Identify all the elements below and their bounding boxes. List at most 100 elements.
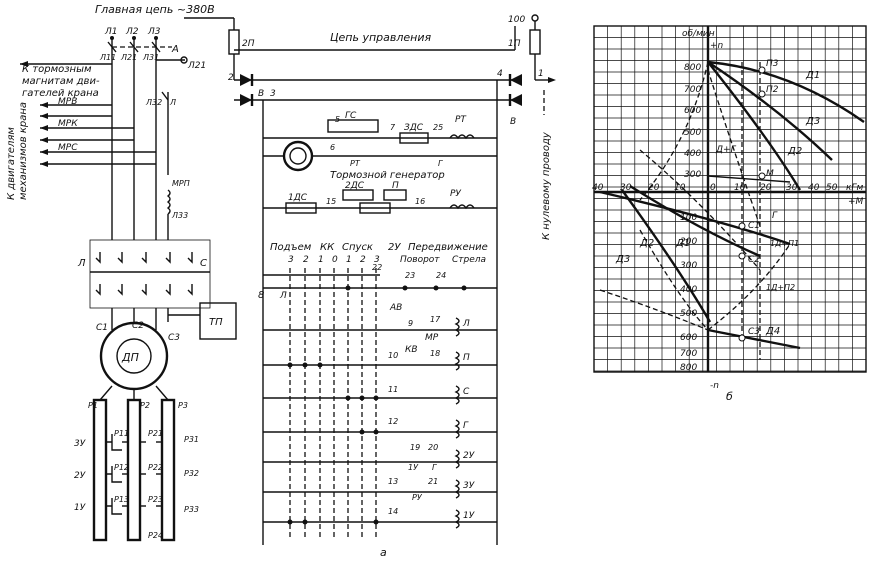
node-r13: Р13 — [114, 495, 129, 504]
el-av: АВ — [389, 303, 402, 313]
node-r22: Р22 — [148, 463, 163, 472]
node-r31: Р31 — [184, 435, 199, 444]
xtick-20: 20 — [760, 183, 772, 193]
motors-note-1: К двигателям — [6, 127, 17, 200]
ctrl-num-1: 1 — [318, 255, 324, 265]
node-r3: Р3 — [178, 401, 188, 410]
xtick-m20: 20 — [648, 183, 660, 193]
coil-c: С — [463, 387, 470, 397]
x-label: кГм — [846, 183, 863, 193]
wire-16: 16 — [415, 197, 425, 206]
fuse-l31: Л31 — [142, 53, 159, 62]
xtick-0: 0 — [710, 183, 716, 193]
wire-10: 10 — [388, 351, 398, 360]
el-zds: ЗДС — [404, 123, 424, 133]
node-r11: Р11 — [114, 429, 129, 438]
wire-11: 11 — [388, 385, 398, 394]
node-r24: Р24 — [148, 531, 163, 540]
ctrl-num-3: 3 — [288, 255, 294, 265]
ctrl-num-2: 2 — [303, 255, 309, 265]
node-r1: Р1 — [88, 401, 98, 410]
curve-dashed-low3 — [639, 149, 761, 271]
lbl-d2-low: Д2 — [639, 238, 654, 249]
ctrl-kk: КК — [320, 242, 335, 253]
lbl-d4: Д4 — [765, 326, 780, 337]
neutral-note: К нулевому проводу — [541, 131, 552, 240]
phase-mrk: МРК — [58, 119, 78, 129]
node-l32: Л32 — [145, 98, 162, 107]
xtick-10: 10 — [734, 183, 746, 193]
ytick-n700: 700 — [680, 349, 697, 359]
el-gs: ГС — [345, 111, 357, 121]
ytick-500: 500 — [684, 128, 701, 138]
ctrl-num-3b: 3 — [374, 255, 380, 265]
node-c1: С1 — [96, 323, 108, 333]
ytick-n100: 100 — [680, 213, 697, 223]
ctrl-num-0: 0 — [332, 255, 338, 265]
brake-note-1: К тормозным — [22, 64, 92, 75]
ytick-n800: 800 — [680, 363, 697, 373]
lbl-c1: С1 — [748, 221, 760, 231]
ytick-800: 800 — [684, 63, 701, 73]
motors-note-2: механизмов крана — [18, 102, 29, 200]
supply-l1: Л1 — [104, 27, 118, 37]
phase-mrs: МРС — [58, 143, 78, 153]
y-label-top: +n — [710, 41, 724, 51]
contact-ru: РУ — [412, 493, 423, 502]
curve-dashed-low — [599, 289, 709, 331]
brake-note-3: гателей крана — [22, 88, 99, 99]
lbl-m: М — [766, 169, 774, 179]
diode-v-right: В — [510, 117, 516, 127]
wire-24: 24 — [436, 271, 446, 280]
curve-dashed-low4 — [707, 243, 791, 331]
supply-l3: Л3 — [147, 27, 161, 37]
wire-5: 5 — [335, 115, 340, 124]
y-label-bottom: -n — [710, 381, 719, 391]
wire-7: 7 — [390, 123, 396, 132]
wire-9: 9 — [408, 319, 413, 328]
node-r33: Р33 — [184, 505, 199, 514]
wire-3: 3 — [270, 89, 276, 99]
el-p: П — [392, 181, 399, 191]
ctrl-num-2b: 2 — [360, 255, 366, 265]
ytick-n600: 600 — [680, 333, 697, 343]
node-2u: 2У — [74, 471, 86, 481]
ytick-400: 400 — [684, 149, 701, 159]
xtick-50: 50 — [826, 183, 838, 193]
ctrl-lift: Подъем — [270, 242, 312, 253]
ctrl-rotate: Поворот — [400, 255, 440, 265]
wire-8: 8 — [258, 290, 264, 301]
ytick-n200: 200 — [680, 237, 697, 247]
y-unit-top: об/мин — [682, 29, 715, 39]
wire-13: 13 — [388, 477, 398, 486]
fuse-l21: Л21 — [120, 53, 137, 62]
contactor-c: С — [200, 258, 207, 269]
lbl-p3: П3 — [766, 59, 779, 69]
x-label-right: +M — [848, 197, 864, 207]
ctrl-lower: Спуск — [342, 242, 373, 253]
lbl-d3: Д3 — [805, 116, 820, 127]
el-kv: КВ — [405, 345, 418, 355]
node-r32: Р32 — [184, 469, 199, 478]
curve-d1 — [707, 60, 865, 123]
node-l: Л — [169, 98, 176, 107]
curve-dashed-left — [639, 61, 709, 201]
diode-v-left: В — [258, 89, 264, 99]
curve-d4 — [707, 328, 801, 350]
node-mrp: МРП — [172, 179, 190, 188]
lbl-d2: Д2 — [787, 146, 802, 157]
lbl-d3-low: Д3 — [615, 254, 630, 265]
node-c2: С2 — [132, 321, 144, 331]
contact-1u: 1У — [408, 463, 419, 472]
node-3u: 3У — [74, 439, 86, 449]
coil-3u: 3У — [463, 481, 475, 491]
lbl-d1: Д1 — [805, 70, 820, 81]
wire-25: 25 — [433, 123, 443, 132]
wire-22: 22 — [372, 263, 382, 272]
coil-g: Г — [463, 421, 469, 431]
coil-p: П — [463, 353, 470, 363]
characteristics-chart: об/мин +n -n кГм +M 800 700 600 500 400 … — [592, 25, 867, 391]
supply-title: Главная цепь ~380В — [95, 3, 215, 16]
curve-d3 — [707, 61, 833, 161]
